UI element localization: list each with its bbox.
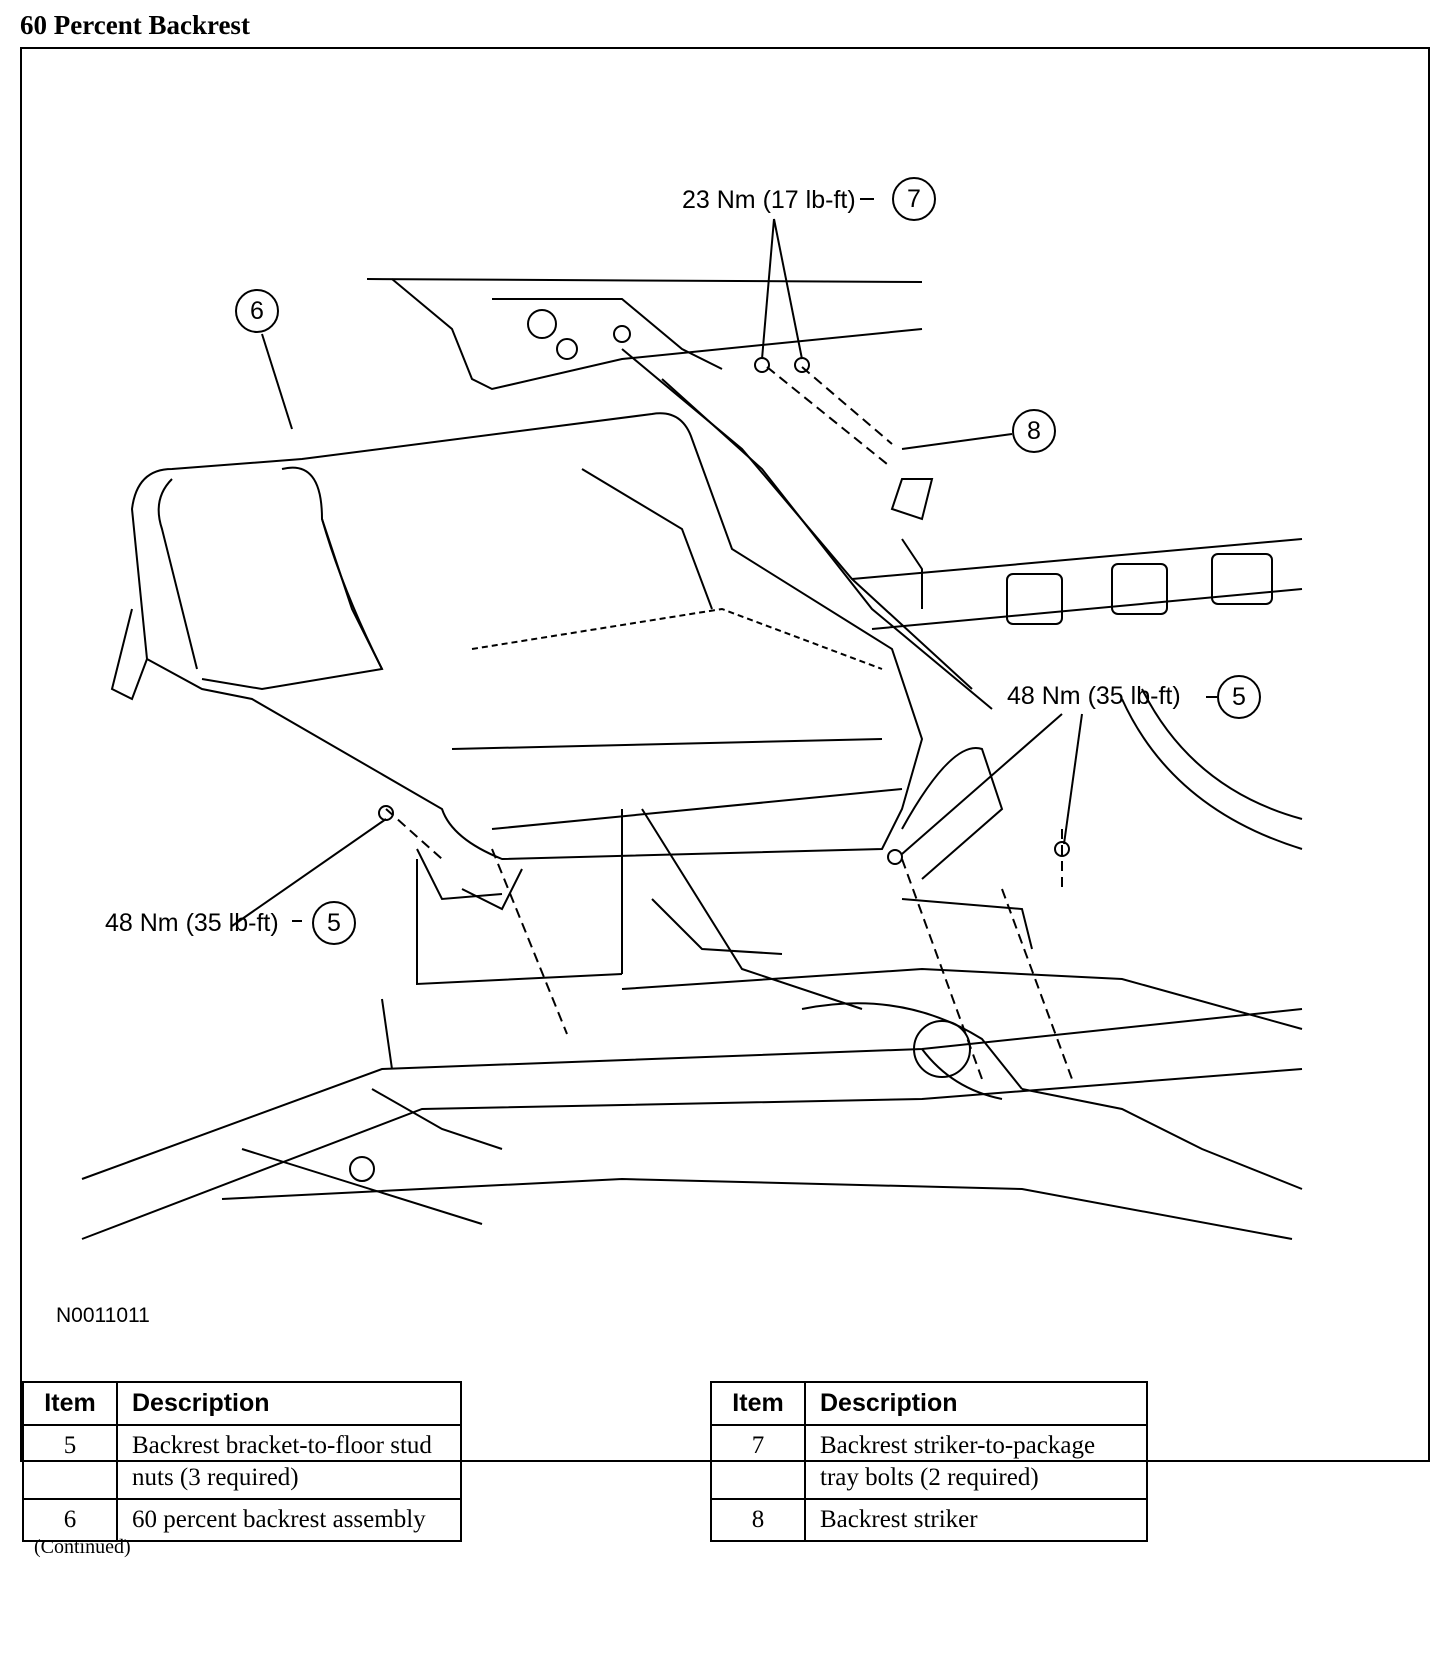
balloon-item-5-right: 5 <box>1217 675 1261 719</box>
column-header-item: Item <box>710 1381 806 1426</box>
item-number: 5 <box>22 1424 118 1500</box>
column-header-item: Item <box>22 1381 118 1426</box>
column-header-description: Description <box>804 1381 1148 1426</box>
item-description: 60 percent backrest assembly <box>116 1498 462 1542</box>
balloon-item-7: 7 <box>892 177 936 221</box>
floor-structure-drawing <box>81 478 1303 1240</box>
item-description: Backrest bracket-to-floor stud nuts (3 r… <box>116 1424 462 1500</box>
legend-header-row: Item Description <box>22 1381 462 1426</box>
legend-table-left: Item Description 5 Backrest bracket-to-f… <box>22 1381 462 1542</box>
legend-table-right: Item Description 7 Backrest striker-to-p… <box>710 1381 1148 1542</box>
continued-note: (Continued) <box>34 1536 131 1558</box>
legend-header-row: Item Description <box>710 1381 1148 1426</box>
package-tray-drawing <box>366 278 993 710</box>
item-number: 6 <box>22 1498 118 1542</box>
balloon-item-5-left: 5 <box>312 901 356 945</box>
item-description: Backrest striker-to-package tray bolts (… <box>804 1424 1148 1500</box>
page-heading: 60 Percent Backrest <box>20 10 250 40</box>
table-row: 7 Backrest striker-to-package tray bolts… <box>710 1424 1148 1500</box>
item-number: 7 <box>710 1424 806 1500</box>
table-row: 6 60 percent backrest assembly <box>22 1498 462 1542</box>
fastener-leaders <box>385 366 1073 1080</box>
backrest-assembly-drawing <box>110 412 924 861</box>
torque-callout-item-5-left: 48 Nm (35 lb-ft) <box>105 909 279 937</box>
torque-callout-item-5-right: 48 Nm (35 lb-ft) <box>1007 682 1181 710</box>
balloon-item-6: 6 <box>235 289 279 333</box>
figure-id: N0011011 <box>56 1304 150 1327</box>
item-description: Backrest striker <box>804 1498 1148 1542</box>
exploded-view-illustration: 23 Nm (17 lb-ft) 7 6 8 48 Nm (35 lb-ft) … <box>20 47 1430 1462</box>
column-header-description: Description <box>116 1381 462 1426</box>
balloon-item-8: 8 <box>1012 409 1056 453</box>
backrest-line-drawing <box>81 198 1303 1240</box>
torque-callout-item-7: 23 Nm (17 lb-ft) <box>682 186 856 214</box>
callout-leaders <box>231 198 1217 927</box>
table-row: 8 Backrest striker <box>710 1498 1148 1542</box>
table-row: 5 Backrest bracket-to-floor stud nuts (3… <box>22 1424 462 1500</box>
item-number: 8 <box>710 1498 806 1542</box>
